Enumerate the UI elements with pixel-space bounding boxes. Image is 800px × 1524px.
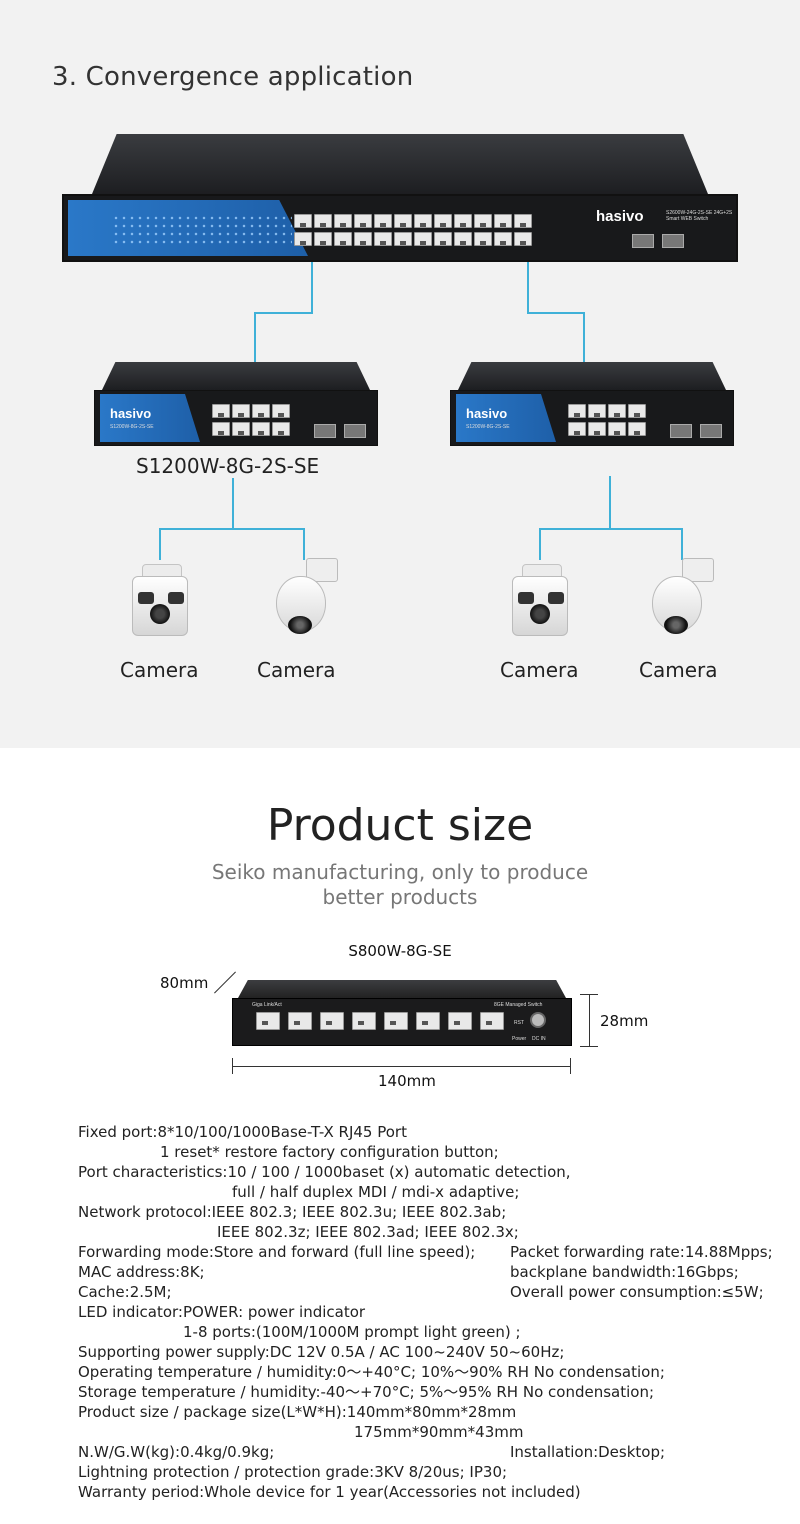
connector-line [303,528,305,560]
connector-line [254,312,256,364]
sfp-port [344,424,366,438]
port-row-top [294,214,532,228]
dc-jack-icon [530,1012,546,1028]
convergence-section: 3. Convergence application hasivo S2600W… [0,0,800,748]
sfp-port [314,424,336,438]
connector-line [681,528,683,560]
connector-line [527,312,585,314]
spec-row: 1-8 ports:(100M/1000M prompt light green… [183,1323,521,1341]
spec-row: Fixed port:8*10/100/1000Base-T-X RJ45 Po… [78,1123,407,1141]
bullet-camera-icon [504,564,574,654]
connector-line [609,476,611,530]
connector-line [232,478,234,530]
bullet-camera-icon [124,564,194,654]
spec-row: 175mm*90mm*43mm [354,1423,524,1441]
product-model-name: S800W-8G-SE [348,942,452,960]
spec-row: Warranty period:Whole device for 1 year(… [78,1483,581,1501]
spec-row: Cache:2.5M;Overall power consumption:≤5W… [78,1283,764,1301]
switch-model-text: S1200W-8G-2S-SE [110,424,154,430]
spec-row: Storage temperature / humidity:-40～+70°C… [78,1383,655,1401]
product-size-title: Product size [266,800,534,851]
switch-model-text: S2600W-24G-2S-SE 24G+2S Smart WEB Switch [666,210,733,222]
connector-line [159,528,305,530]
spec-row: Product size / package size(L*W*H):140mm… [78,1403,517,1421]
connector-line [539,528,683,530]
camera-label: Camera [120,658,199,682]
port-row-bottom [294,232,532,246]
sfp-port [632,234,654,248]
height-dimension: 28mm [600,1012,649,1030]
spec-row: Forwarding mode:Store and forward (full … [78,1243,773,1261]
connector-line [159,528,161,560]
spec-row: Operating temperature / humidity:0～+40°C… [78,1363,665,1381]
brand-logo: hasivo [466,406,508,421]
spec-row: Network protocol:IEEE 802.3; IEEE 802.3u… [78,1203,507,1221]
core-switch-image: hasivo S2600W-24G-2S-SE 24G+2S Smart WEB… [62,134,738,262]
spec-row: Lightning protection / protection grade:… [78,1463,508,1481]
switch-model-text: S1200W-8G-2S-SE [466,424,510,430]
connector-line [583,312,585,364]
spec-row: Port characteristics:10 / 100 / 1000base… [78,1163,571,1181]
camera-label: Camera [500,658,579,682]
switch-model-label: S1200W-8G-2S-SE [136,454,320,478]
sfp-port [662,234,684,248]
rj45-ports [256,1012,504,1030]
sfp-port [700,424,722,438]
connector-line [539,528,541,560]
spec-row: full / half duplex MDI / mdi-x adaptive; [232,1183,520,1201]
brand-logo: hasivo [110,406,152,421]
access-switch-image: hasivo S1200W-8G-2S-SE [450,362,734,446]
width-dimension: 140mm [378,1072,436,1090]
connector-line [527,262,529,314]
brand-logo: hasivo [596,208,644,225]
spec-row: MAC address:8K;backplane bandwidth:16Gbp… [78,1263,739,1281]
section-title: 3. Convergence application [52,62,414,92]
access-switch-image: hasivo S1200W-8G-2S-SE [94,362,378,446]
dome-camera-icon [270,558,340,648]
depth-dimension: 80mm [160,974,209,992]
spec-row: IEEE 802.3z; IEEE 802.3ad; IEEE 802.3x; [217,1223,519,1241]
product-size-subtitle: Seiko manufacturing, only to produce bet… [211,860,589,909]
camera-label: Camera [257,658,336,682]
dome-camera-icon [646,558,716,648]
spec-row: LED indicator:POWER: power indicator [78,1303,366,1321]
camera-label: Camera [639,658,718,682]
spec-row: N.W/G.W(kg):0.4kg/0.9kg;Installation:Des… [78,1443,666,1461]
spec-list: Fixed port:8*10/100/1000Base-T-X RJ45 Po… [78,1122,788,1502]
spec-row: Supporting power supply:DC 12V 0.5A / AC… [78,1343,565,1361]
product-switch-image: Giga Link/Act 8GE Managed Switch RST Pow… [232,980,572,1046]
sfp-port [670,424,692,438]
connector-line [254,312,313,314]
connector-line [311,262,313,314]
spec-row: 1 reset* restore factory configuration b… [160,1143,499,1161]
